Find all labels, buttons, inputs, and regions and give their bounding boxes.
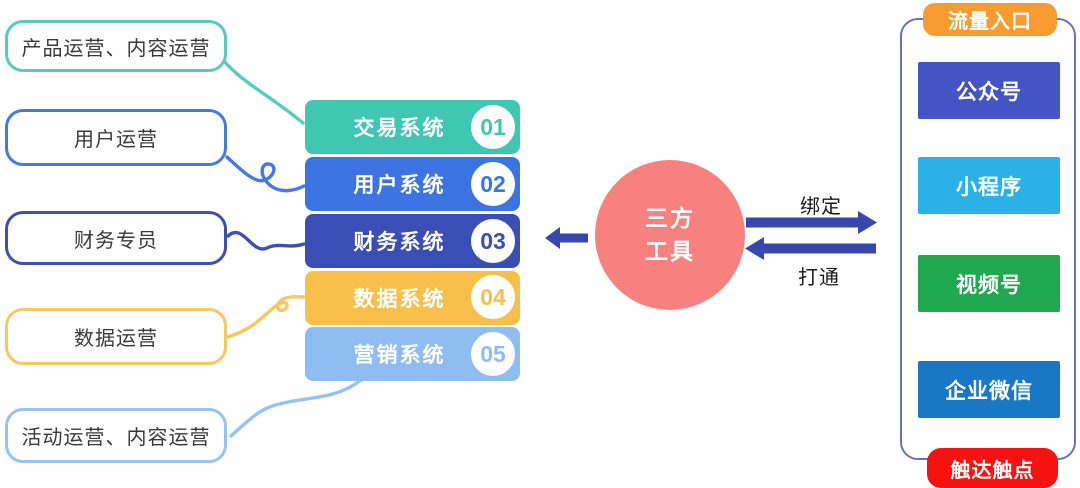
touchpoint-badge: 触达触点 — [927, 448, 1058, 488]
connector-activity-ops-to-marketing-system — [229, 378, 363, 438]
hub-label-line2: 工具 — [645, 238, 695, 264]
touchpoint-label: 触达触点 — [950, 459, 1035, 482]
traffic-entry-label: 流量入口 — [948, 11, 1032, 33]
role-box-data-ops: 数据运营 — [5, 308, 227, 365]
connect-arrow-label: 打通 — [798, 267, 840, 289]
channel-box-video-account: 视频号 — [918, 255, 1060, 312]
system-label: 数据系统 — [353, 288, 446, 311]
channel-box-wecom: 企业微信 — [918, 361, 1060, 418]
third-party-tools-hub: 三方 工具 — [595, 160, 745, 310]
channel-label: 视频号 — [956, 273, 1022, 297]
channel-box-mini-program: 小程序 — [918, 157, 1060, 214]
bind-arrow-label: 绑定 — [800, 196, 842, 218]
system-label: 营销系统 — [353, 344, 446, 367]
channel-label: 公众号 — [956, 80, 1022, 104]
system-number-badge-02: 02 — [468, 159, 518, 209]
role-box-user-ops: 用户运营 — [5, 109, 227, 166]
role-box-product-content-ops: 产品运营、内容运营 — [5, 20, 227, 72]
role-label: 数据运营 — [74, 328, 158, 350]
arrow-left-icon — [545, 227, 588, 249]
channel-label: 小程序 — [956, 175, 1022, 199]
channel-label: 企业微信 — [945, 379, 1033, 403]
system-label: 用户系统 — [353, 174, 446, 197]
connector-product-ops-to-trade-system — [221, 58, 305, 125]
role-label: 产品运营、内容运营 — [21, 37, 211, 60]
connector-data-ops-to-data-system — [225, 295, 306, 339]
role-box-finance-specialist: 财务专员 — [5, 211, 227, 265]
traffic-entry-badge: 流量入口 — [923, 3, 1057, 36]
system-number-badge-04: 04 — [468, 272, 518, 322]
connector-user-ops-to-user-system — [225, 155, 306, 193]
system-number-badge-01: 01 — [468, 102, 518, 152]
system-label: 交易系统 — [353, 117, 446, 140]
system-number-badge-03: 03 — [468, 216, 518, 266]
role-label: 活动运营、内容运营 — [21, 427, 211, 449]
connector-finance-to-finance-system — [226, 230, 306, 251]
system-number-badge-05: 05 — [468, 329, 518, 379]
hub-label-line1: 三方 — [645, 204, 695, 231]
connect-arrow-left-icon — [745, 237, 876, 260]
role-label: 财务专员 — [74, 229, 158, 252]
system-label: 财务系统 — [353, 231, 446, 254]
role-box-activity-content-ops: 活动运营、内容运营 — [5, 408, 227, 463]
role-label: 用户运营 — [74, 129, 158, 151]
channel-box-official-account: 公众号 — [918, 62, 1060, 119]
